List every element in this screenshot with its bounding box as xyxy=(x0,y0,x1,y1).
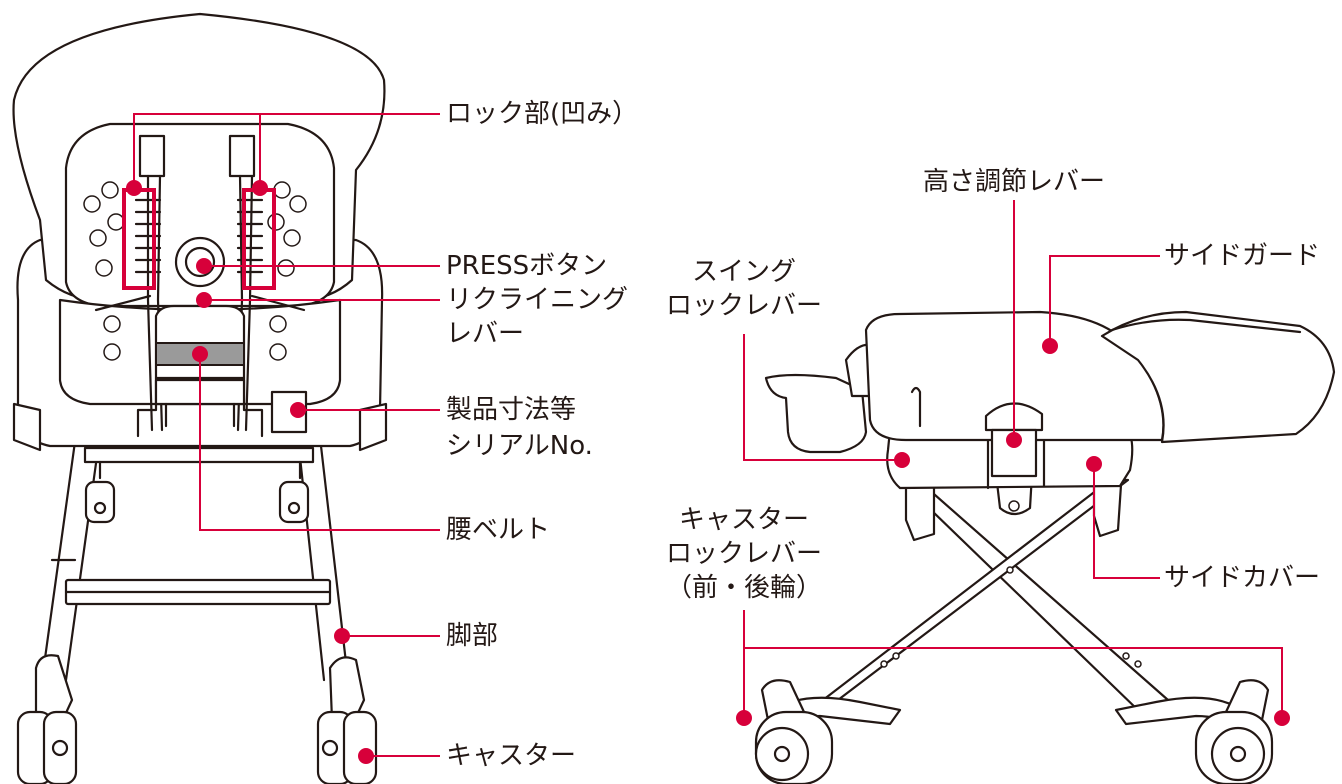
harness-slots xyxy=(134,198,264,274)
serial-label-tag xyxy=(270,390,308,434)
label-swing-lock-line2: ロックレバー xyxy=(665,291,822,321)
label-press-button: PRESSボタン xyxy=(446,251,608,281)
label-recline-lever-line2: レバー xyxy=(446,319,525,349)
label-size-serial-line2: シリアルNo. xyxy=(446,431,593,461)
label-lock-notch: ロック部(凹み） xyxy=(446,99,639,129)
side-caster-rear xyxy=(1194,679,1274,784)
side-view-callouts xyxy=(736,200,1290,726)
label-recline-lever-line1: リクライニング xyxy=(446,285,629,315)
side-view-chair xyxy=(754,310,1336,784)
front-small-wheel xyxy=(84,480,310,524)
caster-wheel-left xyxy=(16,710,78,784)
front-view-chair xyxy=(12,12,388,784)
ventilation-holes xyxy=(83,181,307,361)
label-size-serial-line1: 製品寸法等 xyxy=(446,395,577,425)
label-caster-lock-line1: キャスター xyxy=(678,505,809,535)
label-caster: キャスター xyxy=(446,741,577,771)
label-leg: 脚部 xyxy=(446,621,499,651)
caster-wheel-right xyxy=(316,710,378,784)
label-height-lever: 高さ調節レバー xyxy=(922,167,1105,197)
label-swing-lock-line1: スイング xyxy=(691,257,796,287)
front-view-callouts xyxy=(122,113,440,764)
label-side-guard: サイドガード xyxy=(1164,241,1321,271)
label-waist-belt: 腰ベルト xyxy=(446,515,551,545)
side-caster-front xyxy=(754,679,834,784)
label-caster-lock-line2: ロックレバー xyxy=(665,539,822,569)
label-side-cover: サイドカバー xyxy=(1164,563,1321,593)
label-caster-lock-line3: （前・後輪） xyxy=(665,573,822,603)
